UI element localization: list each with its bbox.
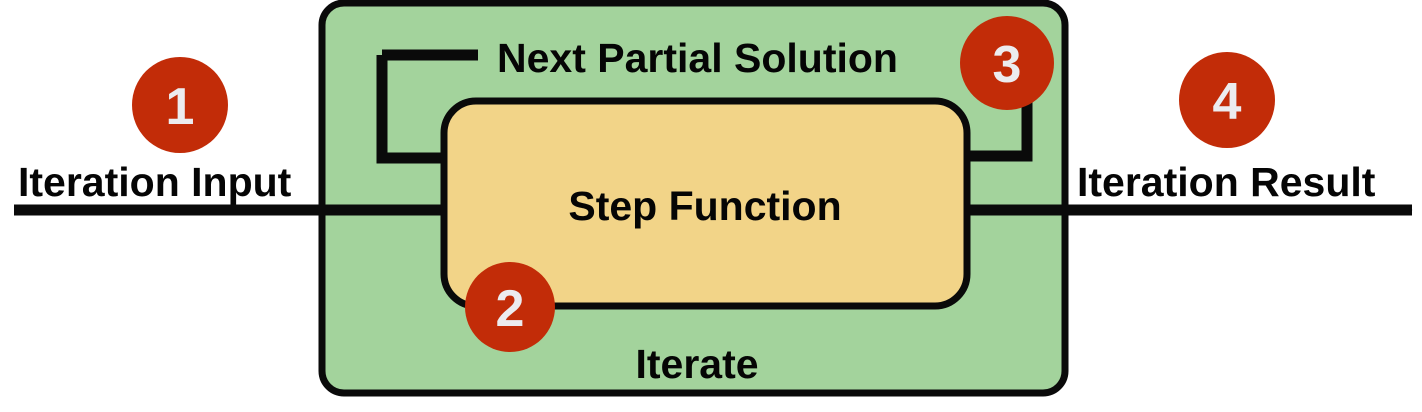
badge-circle-icon — [465, 262, 555, 352]
badge-circle-icon — [132, 57, 228, 153]
badge-circle-icon — [960, 16, 1054, 110]
step-function-box — [440, 97, 971, 310]
badge-2-number: 2 — [496, 280, 525, 338]
badge-circle-icon — [1179, 52, 1275, 148]
iteration-input-label: Iteration Input — [18, 159, 292, 205]
callout-badge-3[interactable]: 3 — [960, 16, 1054, 110]
iteration-result-label: Iteration Result — [1077, 159, 1376, 205]
badge-3-number: 3 — [993, 36, 1022, 94]
callout-badge-1[interactable]: 1 — [132, 57, 228, 153]
callout-badge-4[interactable]: 4 — [1179, 52, 1275, 148]
badge-4-number: 4 — [1213, 73, 1242, 131]
feedback-left-path — [376, 55, 445, 164]
next-partial-solution-label: Next Partial Solution — [497, 35, 898, 81]
step-function-label: Step Function — [568, 183, 841, 229]
callout-badge-2[interactable]: 2 — [465, 262, 555, 352]
badge-1-number: 1 — [166, 78, 195, 136]
iterate-label: Iterate — [635, 341, 758, 387]
